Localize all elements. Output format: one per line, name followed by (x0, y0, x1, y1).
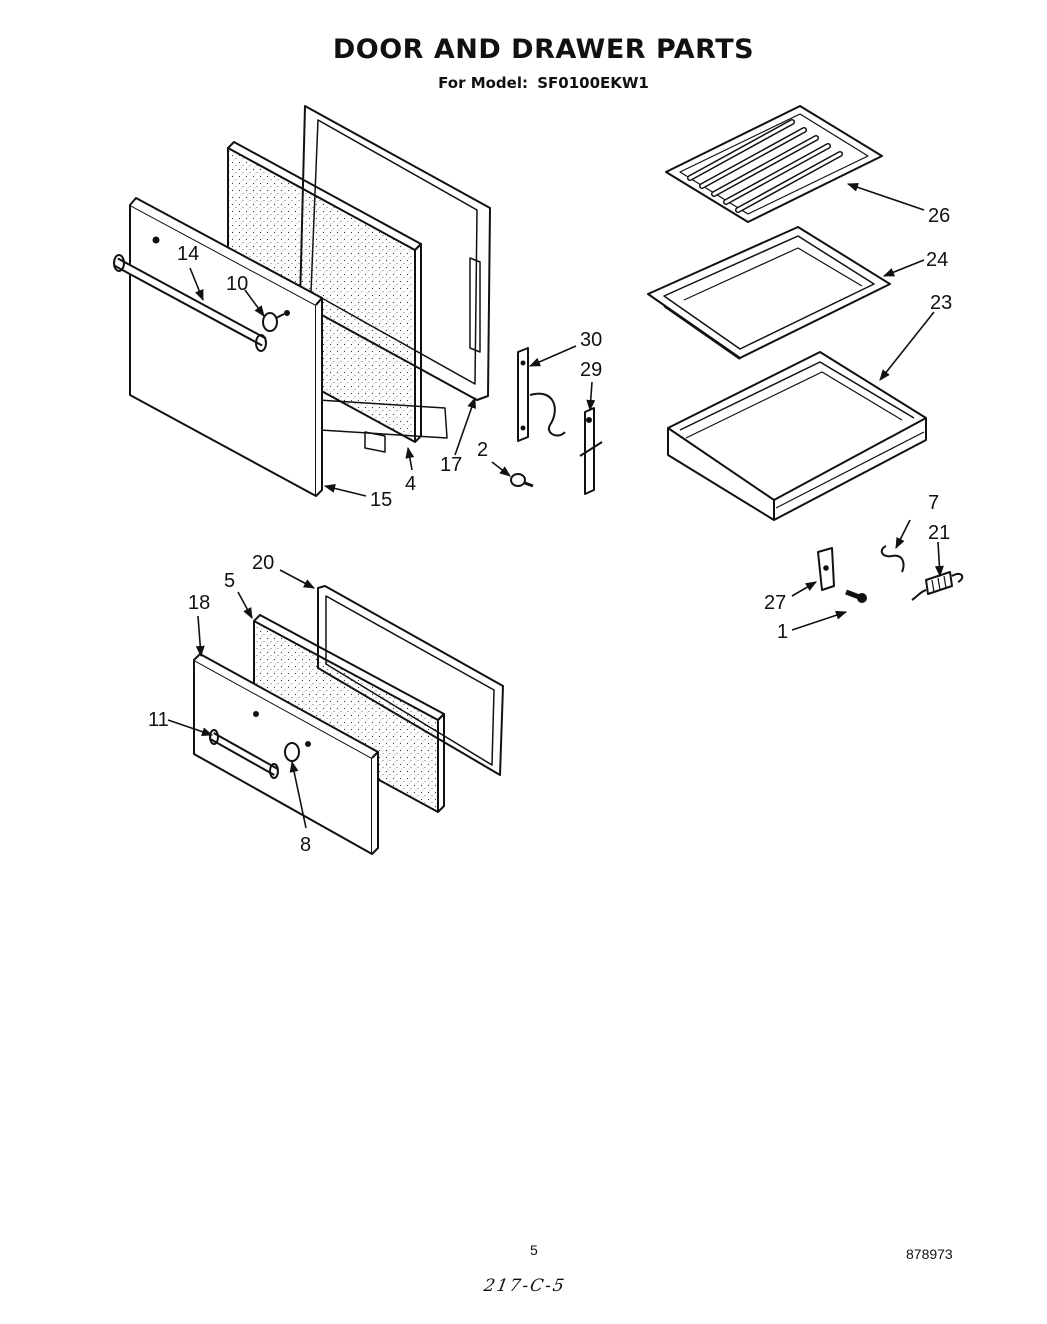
callout-18: 18 (188, 592, 211, 614)
callout-26: 26 (928, 205, 951, 227)
leader-30 (528, 345, 577, 367)
leader-1 (791, 610, 848, 631)
model-line: For Model: SF0100EKW1 (0, 74, 1047, 92)
callout-8: 8 (300, 834, 312, 856)
part-5-drawer-insulation (253, 614, 445, 813)
leader-24 (882, 259, 925, 277)
part-26-broiler-grid (665, 105, 883, 223)
model-prefix: For Model: (438, 74, 528, 92)
callout-17: 17 (440, 454, 463, 476)
model-number: SF0100EKW1 (537, 74, 649, 92)
leader-17 (454, 396, 476, 456)
part-29-hinge-arm (579, 407, 603, 495)
leader-14 (189, 267, 204, 302)
callout-23: 23 (930, 292, 953, 314)
callout-27: 27 (764, 592, 787, 614)
callout-14: 14 (177, 243, 200, 265)
part-23-drawer-body (667, 351, 927, 521)
leader-29 (586, 381, 596, 412)
leader-7 (895, 519, 911, 550)
callout-5: 5 (224, 570, 236, 592)
callout-30: 30 (580, 329, 603, 351)
callout-7: 7 (928, 492, 940, 514)
leader-20 (279, 569, 315, 589)
handwritten-note: 217-C-5 (482, 1276, 568, 1296)
part-27-drawer-bracket (817, 547, 835, 591)
leader-15 (323, 484, 367, 497)
callout-15: 15 (370, 489, 393, 511)
leader-21 (934, 541, 944, 578)
page-number: 5 (530, 1242, 538, 1258)
callout-20: 20 (252, 552, 275, 574)
leader-8 (289, 760, 307, 829)
leader-4 (405, 446, 415, 471)
part-1-screw (845, 589, 867, 603)
leader-27 (791, 581, 817, 597)
document-number: 878973 (906, 1246, 953, 1262)
callout-11: 11 (148, 709, 169, 731)
leader-2 (491, 461, 511, 477)
callout-2: 2 (477, 439, 489, 461)
part-15-outer-door-panel (129, 197, 386, 497)
page-title: DOOR AND DRAWER PARTS (332, 34, 755, 65)
part-11-drawer-handle (209, 729, 279, 779)
part-10-door-knob (262, 310, 290, 332)
part-21-spring (911, 571, 964, 601)
part-30-hinge-bracket (517, 347, 566, 442)
callout-21: 21 (928, 522, 951, 544)
part-7-clip (880, 545, 905, 573)
callout-29: 29 (580, 359, 603, 381)
part-24-broiler-pan (647, 226, 891, 360)
leader-18 (195, 615, 205, 658)
callout-10: 10 (226, 273, 249, 295)
callout-24: 24 (926, 249, 949, 271)
leader-10 (244, 289, 265, 317)
part-2-bumper (510, 473, 534, 488)
leader-23 (879, 311, 935, 381)
leader-5 (237, 591, 253, 619)
leader-26 (846, 183, 925, 211)
part-14-door-handle (113, 254, 267, 352)
callout-4: 4 (405, 473, 417, 495)
callout-1: 1 (777, 621, 789, 643)
leader-11 (167, 719, 214, 736)
